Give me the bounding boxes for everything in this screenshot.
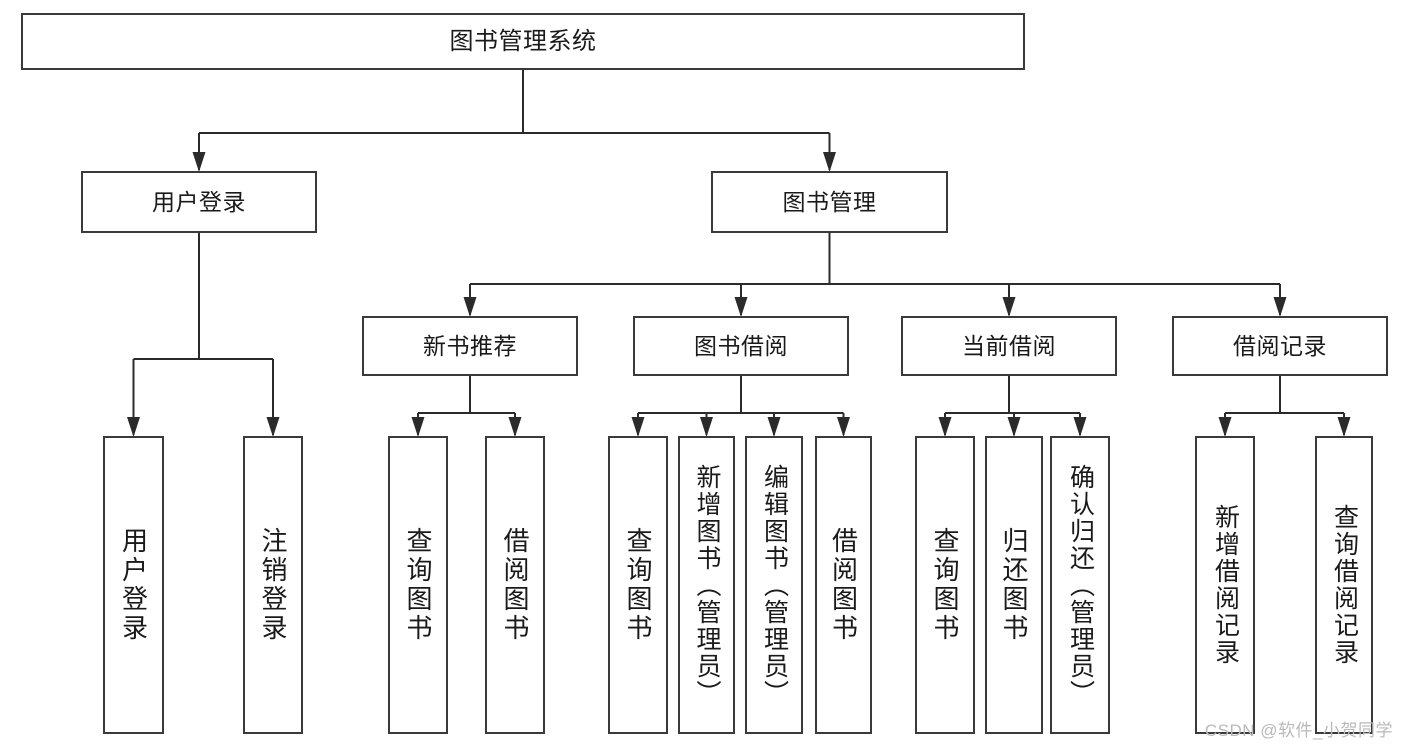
node-label: 用户登录 xyxy=(152,188,246,215)
node-label: 当前借阅 xyxy=(962,332,1056,359)
node-label: 新增借阅记录 xyxy=(1211,504,1240,666)
node-book-borrow[interactable]: 图书借阅 xyxy=(633,316,849,376)
node-root[interactable]: 图书管理系统 xyxy=(21,13,1025,70)
node-leaf-confirm-return[interactable]: 确认归还（管理员） xyxy=(1050,436,1110,734)
node-borrow-record[interactable]: 借阅记录 xyxy=(1172,316,1388,376)
node-label: 确认归还（管理员） xyxy=(1066,463,1095,707)
node-new-book-rec[interactable]: 新书推荐 xyxy=(362,316,578,376)
node-leaf-query-record[interactable]: 查询借阅记录 xyxy=(1315,436,1373,734)
node-leaf-query-book-2[interactable]: 查询图书 xyxy=(608,436,668,734)
node-label: 编辑图书（管理员） xyxy=(760,463,789,707)
node-label: 查询图书 xyxy=(930,527,960,643)
node-leaf-add-record[interactable]: 新增借阅记录 xyxy=(1195,436,1255,734)
node-label: 图书管理 xyxy=(782,188,877,215)
node-user-login[interactable]: 用户登录 xyxy=(81,171,317,233)
node-label: 新增图书（管理员） xyxy=(693,463,721,707)
node-label: 借阅图书 xyxy=(828,527,859,643)
node-label: 查询图书 xyxy=(623,527,653,643)
node-leaf-query-book-1[interactable]: 查询图书 xyxy=(388,436,448,734)
node-current-borrow[interactable]: 当前借阅 xyxy=(901,316,1117,376)
node-leaf-borrow-book-2[interactable]: 借阅图书 xyxy=(815,436,872,734)
node-label: 归还图书 xyxy=(999,527,1029,643)
node-leaf-logout[interactable]: 注销登录 xyxy=(243,436,303,734)
node-leaf-edit-book[interactable]: 编辑图书（管理员） xyxy=(745,436,803,734)
node-label: 借阅图书 xyxy=(500,527,530,643)
node-label: 图书借阅 xyxy=(694,332,788,359)
node-label: 用户登录 xyxy=(118,527,149,643)
node-leaf-borrow-book-1[interactable]: 借阅图书 xyxy=(485,436,545,734)
watermark-text: CSDN @软件_小贺同学 xyxy=(1204,721,1393,740)
node-label: 借阅记录 xyxy=(1233,332,1327,359)
node-leaf-return-book[interactable]: 归还图书 xyxy=(985,436,1043,734)
node-label: 查询图书 xyxy=(403,527,433,643)
node-label: 新书推荐 xyxy=(423,332,517,359)
node-label: 图书管理系统 xyxy=(449,27,597,55)
node-leaf-query-book-3[interactable]: 查询图书 xyxy=(915,436,975,734)
node-book-manage[interactable]: 图书管理 xyxy=(711,171,948,233)
node-leaf-add-book[interactable]: 新增图书（管理员） xyxy=(678,436,735,734)
node-label: 查询借阅记录 xyxy=(1330,504,1359,666)
node-leaf-user-login[interactable]: 用户登录 xyxy=(103,436,164,734)
node-label: 注销登录 xyxy=(258,527,288,643)
